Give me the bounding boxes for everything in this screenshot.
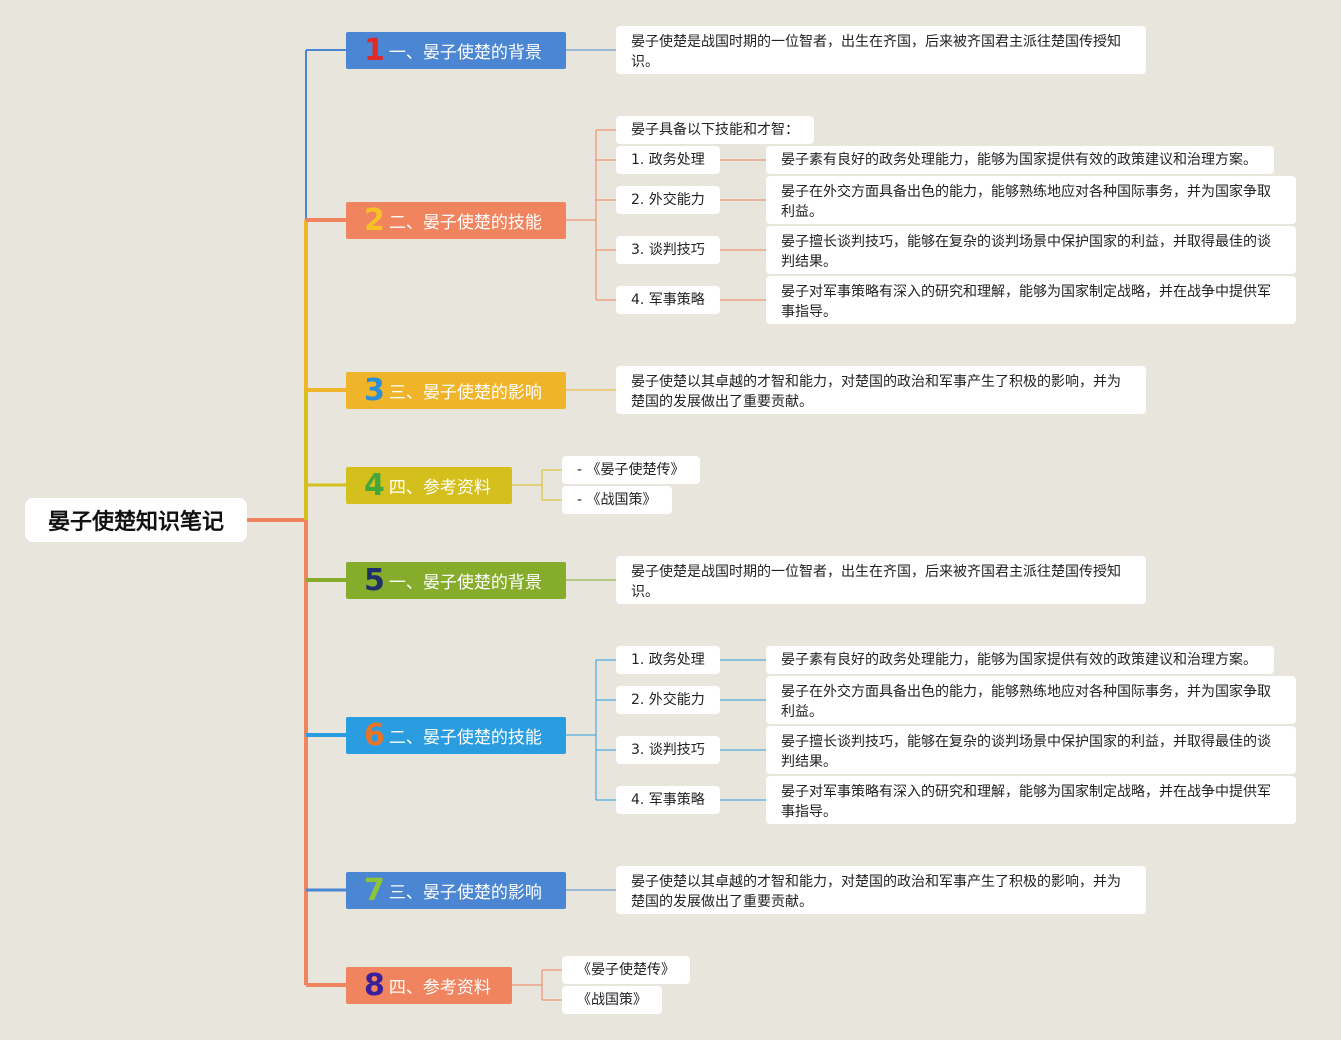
reference-item[interactable]: 《战国策》 [562, 986, 662, 1014]
skill-label[interactable]: 2. 外交能力 [616, 186, 720, 214]
skill-desc[interactable]: 晏子擅长谈判技巧，能够在复杂的谈判场景中保护国家的利益，并取得最佳的谈判结果。 [766, 226, 1296, 274]
branch-title: 二、晏子使楚的技能 [388, 213, 542, 233]
detail-card[interactable]: 晏子使楚以其卓越的才智和能力，对楚国的政治和军事产生了积极的影响，并为楚国的发展… [616, 866, 1146, 914]
branch-8[interactable]: 8 四、参考资料 [346, 967, 512, 1004]
skill-desc[interactable]: 晏子素有良好的政务处理能力，能够为国家提供有效的政策建议和治理方案。 [766, 646, 1274, 674]
branch-number: 8 [364, 967, 385, 1003]
branch-title: 二、晏子使楚的技能 [388, 728, 542, 748]
skill-label[interactable]: 1. 政务处理 [616, 146, 720, 174]
skill-label[interactable]: 2. 外交能力 [616, 686, 720, 714]
branch-number: 2 [364, 202, 385, 238]
branch-5[interactable]: 5 一、晏子使楚的背景 [346, 562, 566, 599]
skill-label[interactable]: 3. 谈判技巧 [616, 736, 720, 764]
skill-label[interactable]: 4. 军事策略 [616, 786, 720, 814]
skill-desc[interactable]: 晏子在外交方面具备出色的能力，能够熟练地应对各种国际事务，并为国家争取利益。 [766, 676, 1296, 724]
branch-title: 四、参考资料 [388, 978, 491, 998]
reference-item[interactable]: - 《战国策》 [562, 486, 672, 514]
branch-number: 3 [364, 372, 385, 408]
branch-number: 6 [364, 717, 385, 753]
branch-title: 一、晏子使楚的背景 [388, 573, 542, 593]
branch-title: 一、晏子使楚的背景 [388, 43, 542, 63]
skill-label[interactable]: 1. 政务处理 [616, 646, 720, 674]
branch-number: 1 [364, 32, 385, 68]
detail-card[interactable]: 晏子使楚是战国时期的一位智者，出生在齐国，后来被齐国君主派往楚国传授知识。 [616, 556, 1146, 604]
detail-card[interactable]: 晏子使楚是战国时期的一位智者，出生在齐国，后来被齐国君主派往楚国传授知识。 [616, 26, 1146, 74]
branch-7[interactable]: 7 三、晏子使楚的影响 [346, 872, 566, 909]
reference-item[interactable]: 《晏子使楚传》 [562, 956, 690, 984]
branch-6[interactable]: 6 二、晏子使楚的技能 [346, 717, 566, 754]
skills-intro[interactable]: 晏子具备以下技能和才智： [616, 116, 814, 144]
branch-title: 三、晏子使楚的影响 [388, 383, 542, 403]
branch-1[interactable]: 1 一、晏子使楚的背景 [346, 32, 566, 69]
skill-desc[interactable]: 晏子在外交方面具备出色的能力，能够熟练地应对各种国际事务，并为国家争取利益。 [766, 176, 1296, 224]
branch-number: 7 [364, 872, 385, 908]
branch-number: 4 [364, 467, 385, 503]
branch-2[interactable]: 2 二、晏子使楚的技能 [346, 202, 566, 239]
branch-title: 四、参考资料 [388, 478, 491, 498]
skill-desc[interactable]: 晏子素有良好的政务处理能力，能够为国家提供有效的政策建议和治理方案。 [766, 146, 1274, 174]
skill-desc[interactable]: 晏子对军事策略有深入的研究和理解，能够为国家制定战略，并在战争中提供军事指导。 [766, 776, 1296, 824]
branch-4[interactable]: 4 四、参考资料 [346, 467, 512, 504]
branch-number: 5 [364, 562, 385, 598]
skill-desc[interactable]: 晏子擅长谈判技巧，能够在复杂的谈判场景中保护国家的利益，并取得最佳的谈判结果。 [766, 726, 1296, 774]
detail-card[interactable]: 晏子使楚以其卓越的才智和能力，对楚国的政治和军事产生了积极的影响，并为楚国的发展… [616, 366, 1146, 414]
skill-label[interactable]: 3. 谈判技巧 [616, 236, 720, 264]
branch-title: 三、晏子使楚的影响 [388, 883, 542, 903]
skill-desc[interactable]: 晏子对军事策略有深入的研究和理解，能够为国家制定战略，并在战争中提供军事指导。 [766, 276, 1296, 324]
reference-item[interactable]: - 《晏子使楚传》 [562, 456, 700, 484]
skill-label[interactable]: 4. 军事策略 [616, 286, 720, 314]
root-topic[interactable]: 晏子使楚知识笔记 [25, 498, 247, 542]
branch-3[interactable]: 3 三、晏子使楚的影响 [346, 372, 566, 409]
